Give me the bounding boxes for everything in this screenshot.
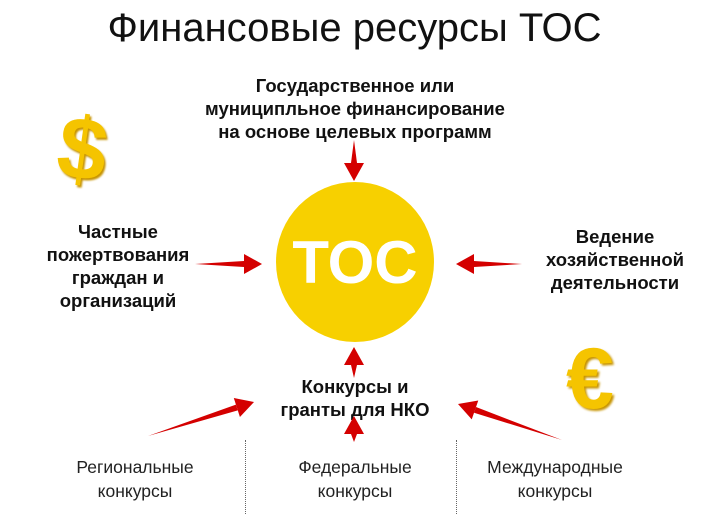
private-donations-label: Частные пожертвования граждан и организа…: [18, 220, 218, 312]
tos-circle: ТОС: [276, 182, 434, 342]
text-line: муниципльное финансирование: [205, 98, 505, 119]
arrow-private-icon: [195, 254, 262, 274]
arrow-government-icon: [344, 140, 364, 181]
text-line: Ведение: [575, 226, 655, 247]
divider: [456, 440, 457, 514]
text-line: хозяйственной: [545, 249, 685, 270]
government-funding-label: Государственное или муниципльное финанси…: [200, 74, 510, 143]
text-line: пожертвования: [46, 244, 190, 265]
text-line: деятельности: [550, 272, 680, 293]
text-line: граждан и: [71, 267, 165, 288]
text-line: на основе целевых программ: [218, 121, 492, 142]
divider: [245, 440, 246, 514]
text-line: Федеральные: [298, 457, 412, 477]
text-line: организаций: [59, 290, 177, 311]
arrow-grants-to-tos-icon: [344, 347, 364, 378]
grants-label: Конкурсы и гранты для НКО: [255, 375, 455, 421]
euro-icon: €: [566, 331, 614, 427]
arrow-business-icon: [456, 254, 522, 274]
text-line: Государственное или: [255, 75, 455, 96]
business-activity-label: Ведение хозяйственной деятельности: [520, 225, 709, 294]
text-line: Частные: [78, 221, 158, 242]
federal-competitions: Федеральные конкурсы: [260, 455, 450, 503]
text-line: конкурсы: [317, 481, 393, 501]
arrow-international-icon: [458, 400, 562, 440]
text-line: Международные: [487, 457, 623, 477]
text-line: конкурсы: [517, 481, 593, 501]
text-line: конкурсы: [97, 481, 173, 501]
text-line: Региональные: [76, 457, 194, 477]
text-line: гранты для НКО: [280, 399, 430, 420]
text-line: Конкурсы и: [301, 376, 409, 397]
arrow-regional-icon: [148, 397, 254, 436]
slide-title: Финансовые ресурсы ТОС: [107, 6, 602, 50]
arrow-federal-icon: [344, 416, 364, 442]
tos-label: ТОС: [292, 228, 418, 296]
regional-competitions: Региональные конкурсы: [40, 455, 230, 503]
international-competitions: Международные конкурсы: [460, 455, 650, 503]
